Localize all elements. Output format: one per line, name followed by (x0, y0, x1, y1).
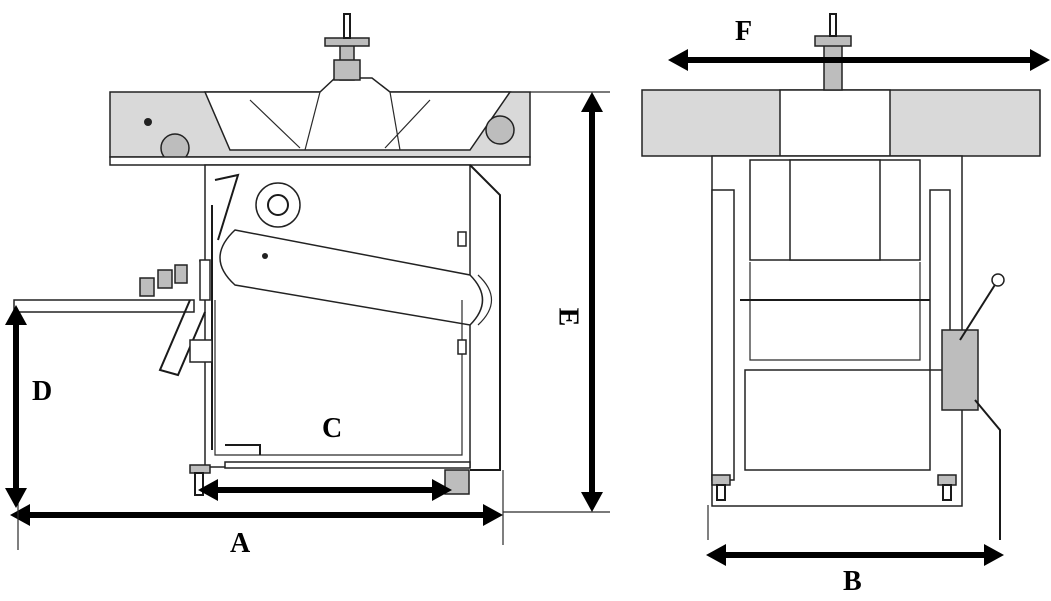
dimension-b-arrow (706, 544, 1004, 566)
dimension-c-arrow (198, 479, 452, 501)
label-b: B (843, 566, 862, 597)
side-pulley-icon (255, 182, 301, 228)
dimension-e-arrow (503, 91, 610, 513)
label-d: D (32, 376, 53, 407)
front-view (641, 13, 1050, 566)
dimension-a-arrow (10, 500, 503, 550)
label-a: A (230, 528, 251, 559)
dimension-f-arrow (668, 49, 1050, 71)
front-top-handwheel-icon (814, 13, 852, 91)
side-hood (203, 77, 512, 151)
side-extension-table (13, 299, 195, 313)
side-view (5, 13, 610, 550)
label-c: C (322, 413, 343, 444)
side-top-handwheel-icon (324, 13, 370, 81)
dimension-d-arrow (5, 305, 27, 508)
label-e: E (552, 307, 584, 327)
label-f: F (735, 16, 753, 47)
side-belt-guard (219, 229, 484, 326)
